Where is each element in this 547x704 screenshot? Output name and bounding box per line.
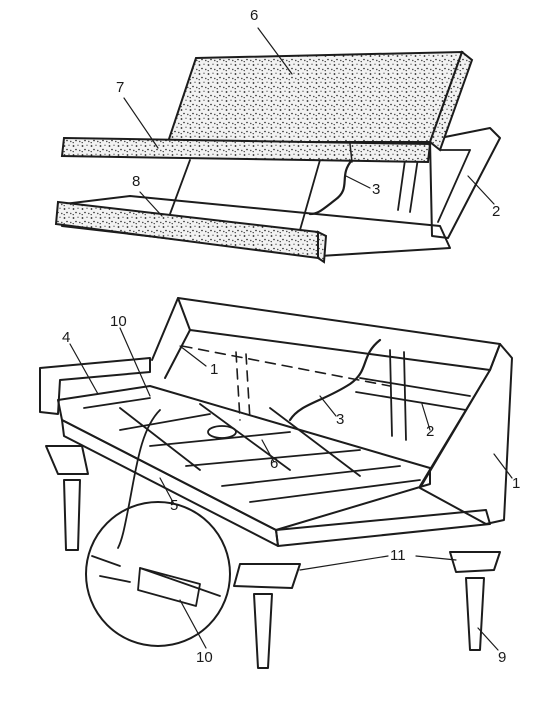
left-arm-block [39,357,151,415]
callout-10-bottom: 10 [196,649,213,666]
spring-bottom [288,338,382,422]
seat-frame-bottom [57,385,491,547]
callout-4-arm: 4 [62,329,71,346]
callout-6-back-cushion: 6 [250,7,259,24]
callout-10-top: 10 [110,313,127,330]
callout-3-spring-top: 3 [372,181,381,198]
seat-cushion [60,136,432,164]
callout-7-seat-cushion: 7 [116,79,125,96]
callout-1-back: 1 [210,361,219,378]
callout-8-front-rail: 8 [132,173,141,190]
callout-3-spring-bottom: 3 [336,411,345,428]
front-rail [54,200,328,264]
cable [117,409,161,549]
callout-9-leg: 9 [498,649,507,666]
callout-5-rail: 5 [170,497,179,514]
callout-2-frame-bottom: 2 [426,423,435,440]
back-panel [151,297,501,441]
callout-6-slats: 6 [270,455,279,472]
seat-frame-top [61,159,451,257]
leader-lines-top [123,27,495,217]
callout-11-plate: 11 [390,547,406,564]
leg-plates [45,445,501,589]
callout-1-side: 1 [512,475,521,492]
detail-magnifier [85,501,231,647]
legs [63,479,485,669]
callout-2-frame-top: 2 [492,203,501,220]
back-frame-top [397,127,501,239]
leader-lines-bottom [69,327,513,651]
back-cushion [166,50,474,152]
spring-top [308,158,354,216]
